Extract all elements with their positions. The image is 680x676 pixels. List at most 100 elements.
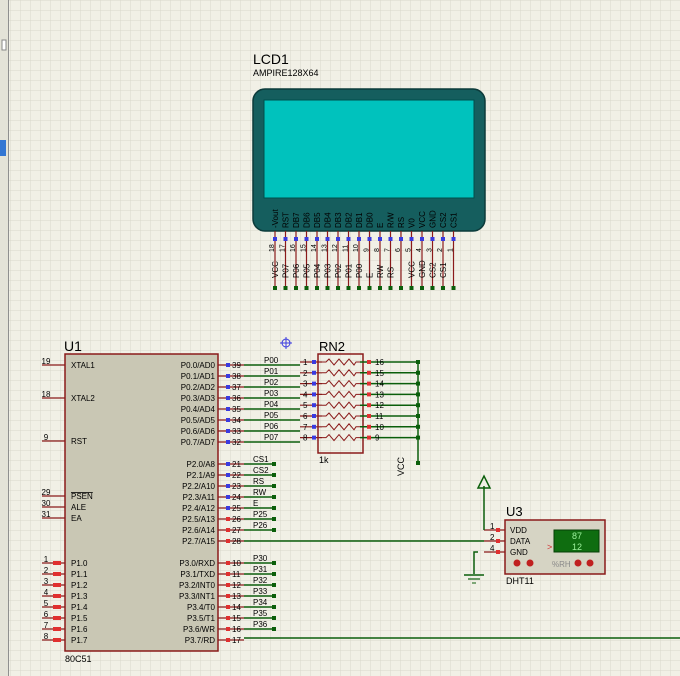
rn-right-marker — [367, 414, 371, 418]
mcu-left-pin-name: P1.3 — [71, 592, 88, 601]
mcu-left-pin-number: 6 — [44, 610, 49, 619]
lcd-pin-number: 15 — [301, 244, 308, 252]
mcu-left-pin-number: 18 — [42, 390, 51, 399]
lcd-pin-marker — [367, 237, 372, 241]
mcu-right-pin-number: 28 — [232, 537, 241, 546]
lcd-pin-marker — [273, 237, 277, 241]
lcd-pin-number: 5 — [406, 248, 413, 252]
lcd-pin-marker — [294, 237, 298, 241]
mcu-net-label: RS — [253, 477, 264, 486]
lcd-pin-number: 18 — [269, 244, 276, 252]
mcu-left-marker — [53, 561, 61, 565]
mcu-right-pin-name: P2.5/A13 — [182, 515, 215, 524]
rn-value: 1k — [319, 455, 329, 465]
mcu-right-marker — [226, 594, 230, 598]
mcu-left-pin-name: P1.4 — [71, 603, 88, 612]
mcu-right-pin-name: P3.3/INT1 — [179, 592, 216, 601]
mcu-right-marker — [226, 616, 230, 620]
mcu-left-marker — [53, 627, 61, 631]
mcu-right-pin-number: 35 — [232, 405, 241, 414]
mcu-right-pin-number: 27 — [232, 526, 241, 535]
rn-right-marker — [367, 381, 371, 386]
mcu-left-marker — [53, 572, 61, 576]
mcu-right-pin-number: 39 — [232, 361, 241, 370]
mcu-net-label: P01 — [264, 367, 279, 376]
mcu-right-marker — [226, 627, 230, 631]
rn-left-marker — [312, 360, 316, 364]
lcd-net-label: P01 — [345, 263, 354, 278]
mcu-right-pin-name: P0.5/AD5 — [181, 416, 216, 425]
mcu-left-pin-name: P1.7 — [71, 636, 88, 645]
mcu-left-pin-number: 9 — [44, 433, 49, 442]
lcd-component[interactable]: LCD1 AMPIRE128X64 -Vout18VCCRST17P07DB71… — [252, 51, 486, 290]
mcu-right-pin-number: 37 — [232, 383, 241, 392]
dht-button-4[interactable] — [586, 559, 594, 567]
mcu-net-label: P07 — [264, 433, 279, 442]
mcu-right-marker — [226, 495, 230, 499]
mcu-net-terminal — [272, 495, 276, 499]
mcu-left-pin-name: RST — [71, 437, 87, 446]
lcd-pin-name: DB6 — [303, 212, 312, 228]
lcd-pin-marker — [399, 237, 403, 241]
lcd-pin-number: 10 — [353, 244, 360, 252]
mcu-net-label: P26 — [253, 521, 268, 530]
mcu-right-pin-name: P3.7/RD — [185, 636, 215, 645]
mcu-left-pin-number: 8 — [44, 632, 49, 641]
mcu-net-label: RW — [253, 488, 267, 497]
mcu-right-marker — [226, 462, 230, 466]
lcd-pin-number: 9 — [364, 248, 371, 252]
rn-left-marker — [312, 414, 316, 418]
dht-pin-number: 2 — [490, 533, 495, 542]
rn-right-marker — [367, 424, 371, 429]
dht-button-1[interactable] — [513, 559, 521, 567]
mcu-right-marker — [226, 385, 230, 389]
mcu-model: 80C51 — [65, 654, 92, 664]
left-scroll-handle[interactable] — [1, 39, 7, 51]
mcu-left-pin-number: 5 — [44, 599, 49, 608]
mcu-right-pin-number: 25 — [232, 504, 241, 513]
mcu-left-pin-number: 4 — [44, 588, 49, 597]
mcu-right-marker — [226, 407, 230, 411]
rn-right-marker — [367, 435, 371, 440]
mcu-left-pin-number: 7 — [44, 621, 49, 630]
mcu-left-pin-name: P1.5 — [71, 614, 88, 623]
mcu-right-pins: 39P0.0/AD0P0038P0.1/AD1P0137P0.2/AD2P023… — [179, 356, 300, 645]
mcu-right-pin-name: P0.3/AD3 — [181, 394, 216, 403]
lcd-pin-number: 17 — [280, 244, 287, 252]
dht-button-3[interactable] — [574, 559, 582, 567]
mcu-net-label: P35 — [253, 609, 268, 618]
mcu-right-marker — [226, 429, 230, 433]
dht-pin-name: DATA — [510, 537, 531, 546]
mcu-right-marker — [226, 605, 230, 609]
mcu-net-label: E — [253, 499, 258, 508]
lcd-net-label: P03 — [324, 263, 333, 278]
lcd-pin-marker — [315, 237, 319, 241]
lcd-pin-marker — [430, 237, 435, 241]
lcd-pin-terminal — [451, 286, 456, 290]
mcu-net-terminal — [272, 473, 276, 477]
lcd-pin-name: RST — [282, 212, 291, 228]
lcd-pin-number: 11 — [343, 245, 350, 252]
mcu-right-pin-number: 38 — [232, 372, 241, 381]
mcu-right-pin-number: 22 — [232, 471, 241, 480]
mcu-net-terminal — [272, 462, 276, 466]
mcu-right-pin-number: 33 — [232, 427, 241, 436]
lcd-pin-name: DB7 — [292, 212, 301, 228]
mcu-right-pin-name: P0.6/AD6 — [181, 427, 216, 436]
dht-pin-marker — [496, 528, 500, 532]
lcd-pin-terminal — [325, 286, 330, 290]
dht-button-2[interactable] — [526, 559, 534, 567]
lcd-pin-terminal — [304, 286, 309, 290]
mcu-net-terminal — [272, 528, 276, 532]
rn-left-number: 4 — [303, 390, 308, 399]
lcd-pin-number: 6 — [395, 248, 402, 252]
mcu-net-terminal — [272, 605, 276, 609]
rn-body — [317, 353, 364, 454]
mcu-net-terminal — [272, 583, 276, 587]
mcu-right-pin-name: P2.7/A15 — [182, 537, 215, 546]
mcu-right-pin-name: P3.1/TXD — [180, 570, 215, 579]
mcu-net-label: P36 — [253, 620, 268, 629]
